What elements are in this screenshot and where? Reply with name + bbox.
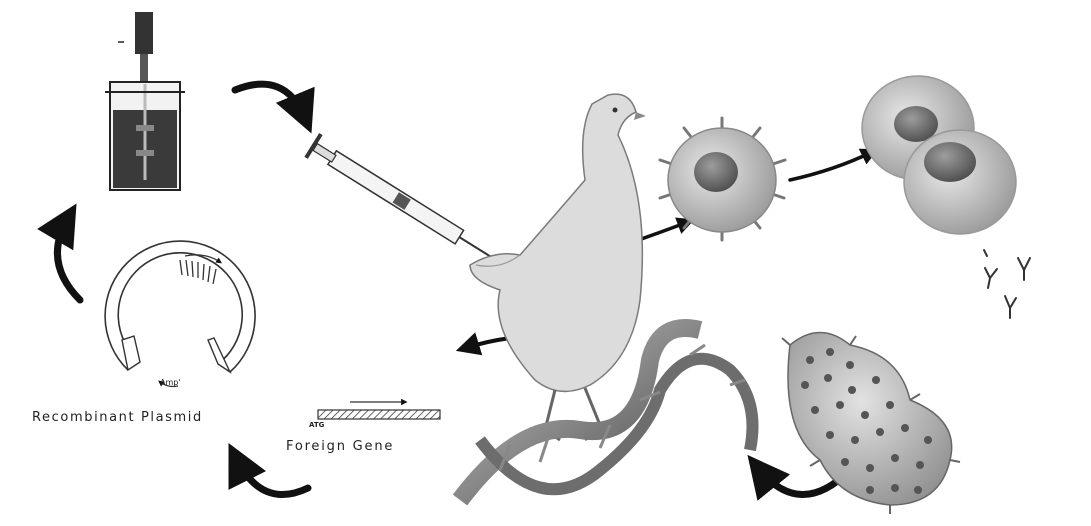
atg-label: ATG [309,421,324,429]
bioreactor-icon [105,12,185,190]
arrow-plasmid-to-reactor [57,218,80,300]
syringe-icon [304,133,509,275]
amp-label: Amp' [160,378,181,387]
arrow-reactor-to-syringe [235,84,305,118]
arrow-gene-to-plasmid [236,458,308,495]
recombinant-plasmid-label: Recombinant Plasmid [32,410,203,425]
plasmid-icon [105,241,255,386]
antigen-presenting-cell-icon [660,118,785,240]
gene-segment-icon [318,402,440,419]
foreign-gene-label: Foreign Gene [286,439,394,454]
chicken-icon [470,94,646,440]
antibody-icon [984,250,1030,318]
virus-icon [782,333,960,515]
b-cell-icon [862,76,1016,234]
arrow-cell-to-bcell [790,152,872,180]
